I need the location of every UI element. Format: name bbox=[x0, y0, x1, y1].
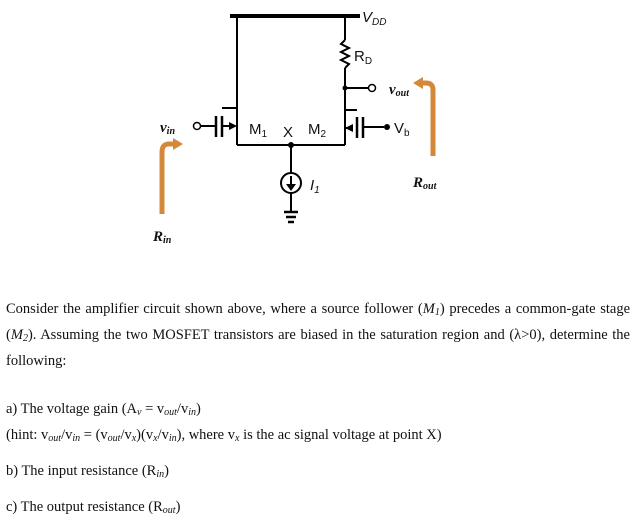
question-c: c) The output resistance (Rout) bbox=[6, 499, 181, 516]
vin-terminal bbox=[192, 121, 202, 131]
problem-statement: Consider the amplifier circuit shown abo… bbox=[6, 301, 631, 369]
m1-label: M1 bbox=[249, 121, 268, 140]
i1-label: I1 bbox=[310, 177, 320, 196]
question-b: b) The input resistance (Rin) bbox=[6, 463, 169, 480]
rin-label: Rin bbox=[152, 229, 172, 246]
vout-terminal bbox=[367, 83, 377, 93]
node-x-label: X bbox=[283, 124, 293, 141]
rout-arrowhead bbox=[413, 77, 423, 89]
circuit-diagram: VDD RD vout vin M1 X M2 Vb I1 Rout Rin bbox=[152, 9, 438, 246]
m2-body-arrow bbox=[345, 124, 353, 132]
rin-arrowhead bbox=[173, 138, 183, 150]
ground-icon bbox=[284, 210, 298, 224]
rout-arrow-icon bbox=[421, 80, 436, 156]
vdd-label: VDD bbox=[362, 9, 386, 28]
vin-label: vin bbox=[160, 120, 175, 137]
m2-label: M2 bbox=[308, 121, 327, 140]
vb-label: Vb bbox=[394, 120, 410, 139]
rd-resistor bbox=[338, 39, 352, 69]
question-a-hint: (hint: vout/vin = (vout/vx)(vx/vin), whe… bbox=[6, 427, 442, 444]
vdd-junction-dot bbox=[342, 85, 348, 91]
vout-label: vout bbox=[389, 82, 410, 99]
m1-body-arrow bbox=[229, 122, 237, 130]
vb-dot bbox=[384, 124, 390, 130]
problem-text: Consider the amplifier circuit shown abo… bbox=[6, 298, 630, 522]
rout-label: Rout bbox=[412, 175, 438, 192]
current-source-icon bbox=[280, 172, 302, 194]
question-a: a) The voltage gain (Av = vout/vin) bbox=[6, 401, 201, 418]
node-x-dot bbox=[288, 142, 294, 148]
rin-arrow-icon bbox=[159, 141, 175, 214]
rd-label: RD bbox=[354, 48, 372, 67]
